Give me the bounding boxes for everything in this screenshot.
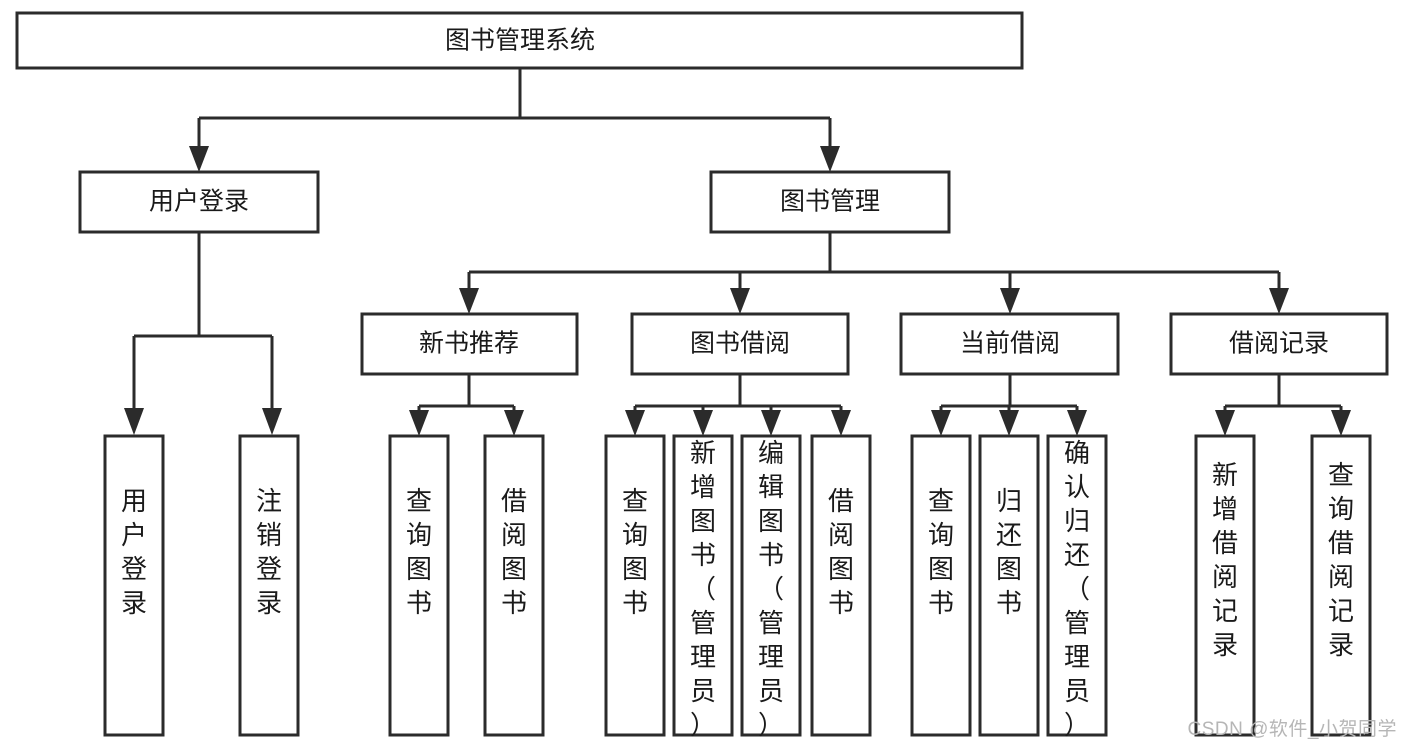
leaf-query-book-current-box[interactable]	[910, 434, 972, 737]
leaf-query-book-current-label: 查询图书	[928, 486, 954, 618]
leaf-add-book-admin-box[interactable]	[672, 434, 734, 737]
leaf-edit-book-admin-label: 编辑图书（管理员）	[758, 438, 784, 740]
leaf-query-borrow-record-box[interactable]	[1310, 434, 1372, 737]
leaf-query-book-borrow-label: 查询图书	[622, 486, 648, 618]
node-current-borrow-box[interactable]	[899, 312, 1120, 376]
leaf-add-borrow-record-label: 新增借阅记录	[1212, 460, 1238, 660]
arrowhead-nb-leaf-1	[409, 410, 429, 436]
arrowhead-br-leaf-2	[1331, 410, 1351, 436]
node-book-borrow[interactable]: 图书借阅	[630, 312, 850, 376]
node-root-system[interactable]: 图书管理系统	[15, 11, 1024, 70]
node-book-management-label: 图书管理	[780, 188, 880, 216]
arrowhead-bb-leaf-4	[831, 410, 851, 436]
node-book-borrow-label: 图书借阅	[690, 330, 790, 358]
leaf-query-book-recommend-label: 查询图书	[406, 486, 432, 618]
arrowhead-book-borrow	[730, 288, 750, 314]
node-user-login-box[interactable]	[78, 170, 320, 234]
node-borrow-record[interactable]: 借阅记录	[1169, 312, 1389, 376]
arrowhead-leaf-user-login	[124, 408, 144, 435]
leaf-logout[interactable]: 注销登录	[238, 434, 300, 737]
arrowhead-bb-leaf-2	[693, 410, 713, 436]
leaf-add-borrow-record[interactable]: 新增借阅记录	[1194, 434, 1256, 737]
node-book-borrow-box[interactable]	[630, 312, 850, 376]
node-user-login-label: 用户登录	[149, 188, 249, 216]
leaf-return-book[interactable]: 归还图书	[978, 434, 1040, 737]
leaf-user-login[interactable]: 用户登录	[103, 434, 165, 737]
arrowhead-new-book	[459, 288, 479, 314]
leaf-confirm-return-admin-box[interactable]	[1046, 434, 1108, 737]
leaf-query-book-recommend[interactable]: 查询图书	[388, 434, 450, 737]
leaf-borrow-book-recommend[interactable]: 借阅图书	[483, 434, 545, 737]
arrowhead-br-leaf-1	[1215, 410, 1235, 436]
node-current-borrow-label: 当前借阅	[960, 330, 1060, 358]
arrowhead-bb-leaf-1	[625, 410, 645, 436]
node-user-login[interactable]: 用户登录	[78, 170, 320, 234]
leaf-return-book-box[interactable]	[978, 434, 1040, 737]
leaf-edit-book-admin-box[interactable]	[740, 434, 802, 737]
leaf-query-book-recommend-box[interactable]	[388, 434, 450, 737]
leaf-add-book-admin[interactable]: 新增图书（管理员）	[672, 434, 734, 740]
leaf-logout-box[interactable]	[238, 434, 300, 737]
leaf-query-book-borrow-box[interactable]	[604, 434, 666, 737]
node-new-book-recommend-label: 新书推荐	[419, 330, 519, 358]
node-borrow-record-label: 借阅记录	[1229, 330, 1329, 358]
arrowhead-nb-leaf-2	[504, 410, 524, 436]
leaf-borrow-book-label: 借阅图书	[828, 486, 854, 618]
arrowhead-user-login	[189, 146, 209, 172]
leaf-confirm-return-admin[interactable]: 确认归还（管理员）	[1046, 434, 1108, 740]
leaf-add-borrow-record-box[interactable]	[1194, 434, 1256, 737]
node-root-label: 图书管理系统	[445, 27, 595, 55]
arrowhead-leaf-logout	[262, 408, 282, 435]
node-borrow-record-box[interactable]	[1169, 312, 1389, 376]
arrowhead-current-borrow	[1000, 288, 1020, 314]
leaf-borrow-book-recommend-box[interactable]	[483, 434, 545, 737]
connector-layer	[124, 68, 1351, 436]
node-new-book-recommend[interactable]: 新书推荐	[360, 312, 579, 376]
arrowhead-cb-leaf-3	[1067, 410, 1087, 436]
leaf-return-book-label: 归还图书	[996, 486, 1022, 618]
arrowhead-cb-leaf-1	[931, 410, 951, 436]
arrowhead-borrow-record	[1269, 288, 1289, 314]
leaf-borrow-book-box[interactable]	[810, 434, 872, 737]
leaf-query-borrow-record[interactable]: 查询借阅记录	[1310, 434, 1372, 737]
arrowhead-book-manage	[820, 146, 840, 172]
node-book-management[interactable]: 图书管理	[709, 170, 951, 234]
leaf-confirm-return-admin-label: 确认归还（管理员）	[1064, 438, 1090, 740]
leaf-logout-label: 注销登录	[256, 486, 282, 618]
leaf-query-book-current[interactable]: 查询图书	[910, 434, 972, 737]
leaf-edit-book-admin[interactable]: 编辑图书（管理员）	[740, 434, 802, 740]
node-new-book-recommend-box[interactable]	[360, 312, 579, 376]
leaf-user-login-box[interactable]	[103, 434, 165, 737]
arrowhead-bb-leaf-3	[761, 410, 781, 436]
node-root-box[interactable]	[15, 11, 1024, 70]
arrowhead-cb-leaf-2	[999, 410, 1019, 436]
node-current-borrow[interactable]: 当前借阅	[899, 312, 1120, 376]
leaf-borrow-book-recommend-label: 借阅图书	[501, 486, 527, 618]
leaf-add-book-admin-label: 新增图书（管理员）	[690, 438, 716, 740]
leaf-user-login-label: 用户登录	[121, 486, 147, 618]
leaf-query-borrow-record-label: 查询借阅记录	[1328, 460, 1354, 660]
leaf-query-book-borrow[interactable]: 查询图书	[604, 434, 666, 737]
leaf-borrow-book[interactable]: 借阅图书	[810, 434, 872, 737]
node-book-management-box[interactable]	[709, 170, 951, 234]
